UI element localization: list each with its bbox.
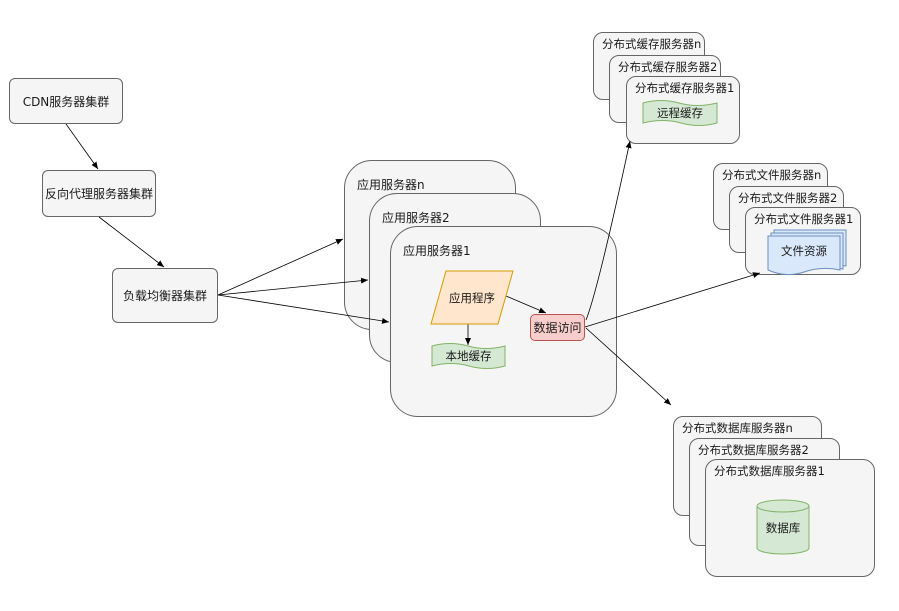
arrow-lb-to-app-2 bbox=[217, 277, 369, 296]
file-server-2-title: 分布式文件服务器2 bbox=[738, 191, 838, 205]
file-server-1-title: 分布式文件服务器1 bbox=[754, 212, 854, 226]
arrow-program-to-data-access bbox=[505, 295, 547, 314]
remote-cache-label: 远程缓存 bbox=[657, 106, 703, 120]
remote-cache-shape bbox=[642, 100, 718, 126]
arrow-data-access-to-cache bbox=[585, 140, 632, 321]
data-access-label: 数据访问 bbox=[533, 321, 582, 335]
app-server-1-title: 应用服务器1 bbox=[403, 244, 471, 258]
cache-server-n-title: 分布式缓存服务器n bbox=[602, 37, 702, 51]
cache-server-2-title: 分布式缓存服务器2 bbox=[618, 60, 718, 74]
db-server-1-title: 分布式数据库服务器1 bbox=[714, 464, 825, 478]
local-cache-label: 本地缓存 bbox=[445, 349, 492, 363]
arrow-data-access-to-file bbox=[584, 272, 761, 328]
load-balancer-cluster-label: 负载均衡器集群 bbox=[122, 289, 207, 303]
data-access-node: 数据访问 bbox=[530, 314, 585, 341]
cdn-cluster-label: CDN服务器集群 bbox=[22, 94, 110, 109]
arrow-cdn-to-proxy bbox=[65, 123, 99, 170]
arrow-lb-to-app-1 bbox=[217, 294, 390, 324]
reverse-proxy-cluster-label: 反向代理服务器集群 bbox=[44, 187, 153, 201]
file-resource-shape bbox=[767, 229, 847, 276]
db-server-2-title: 分布式数据库服务器2 bbox=[698, 443, 809, 457]
database-cylinder-shape bbox=[756, 499, 810, 555]
cdn-cluster-node: CDN服务器集群 bbox=[9, 78, 123, 124]
local-cache-shape bbox=[431, 343, 506, 369]
db-server-1-panel: 分布式数据库服务器1 bbox=[705, 459, 875, 577]
app-server-n-title: 应用服务器n bbox=[357, 178, 425, 192]
app-program-shape bbox=[430, 270, 514, 325]
arrow-lb-to-app-n bbox=[217, 238, 344, 296]
file-server-n-title: 分布式文件服务器n bbox=[722, 168, 822, 182]
cache-server-1-title: 分布式缓存服务器1 bbox=[635, 81, 735, 95]
db-server-n-title: 分布式数据库服务器n bbox=[682, 421, 793, 435]
file-resource-label: 文件资源 bbox=[781, 244, 827, 258]
database-label: 数据库 bbox=[765, 521, 801, 535]
arrow-data-access-to-db bbox=[585, 327, 672, 406]
arrow-proxy-to-lb bbox=[98, 216, 165, 268]
reverse-proxy-cluster-node: 反向代理服务器集群 bbox=[42, 170, 156, 217]
app-server-2-title: 应用服务器2 bbox=[382, 211, 450, 225]
load-balancer-cluster-node: 负载均衡器集群 bbox=[112, 268, 218, 323]
app-program-label: 应用程序 bbox=[449, 290, 495, 305]
